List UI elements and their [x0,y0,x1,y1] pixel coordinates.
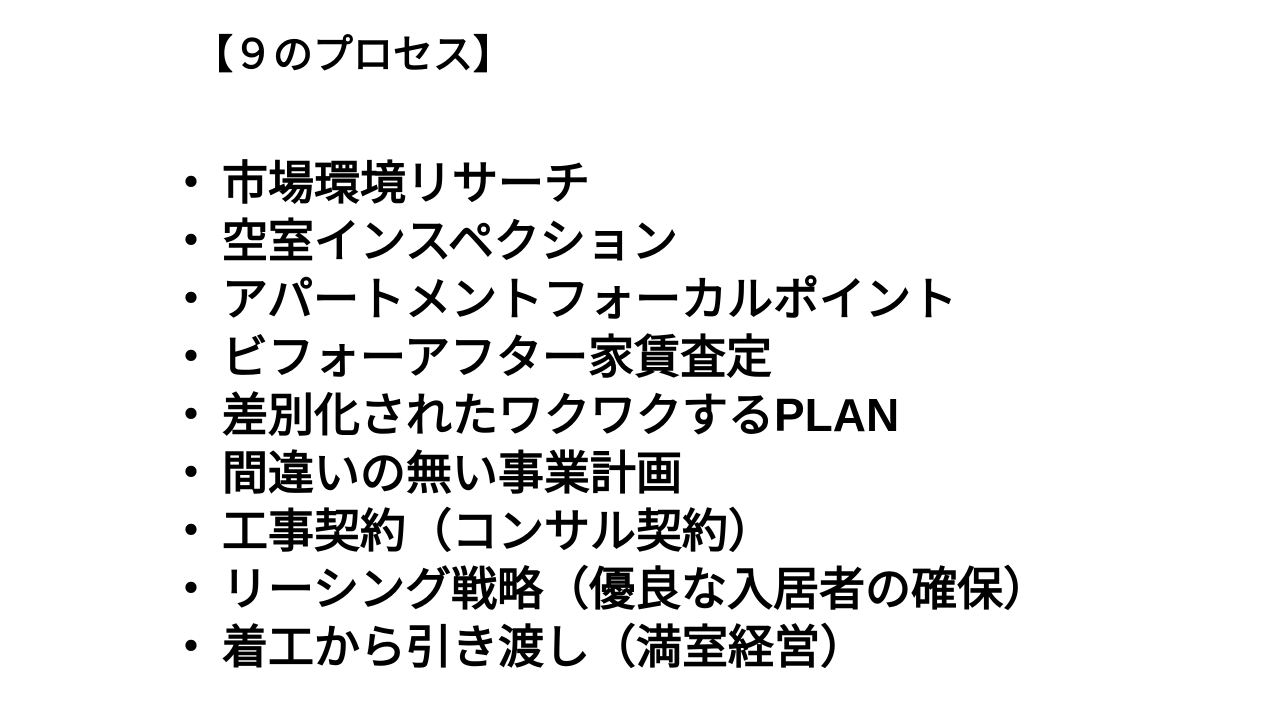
list-item-label: アパートメントフォーカルポイント [222,273,958,325]
list-item: ・ アパートメントフォーカルポイント [168,270,1280,328]
list-item-label: リーシング戦略（優良な入居者の確保） [222,563,1050,615]
list-item-label: 差別化されたワクワクするPLAN [222,389,900,441]
bullet-point: ・ [168,157,214,209]
bullet-point: ・ [168,621,214,673]
list-item: ・ リーシング戦略（優良な入居者の確保） [168,560,1280,618]
list-item-label: 空室インスペクション [222,215,678,267]
bullet-point: ・ [168,273,214,325]
bullet-point: ・ [168,331,214,383]
list-item: ・ 市場環境リサーチ [168,154,1280,212]
list-item: ・ 差別化されたワクワクするPLAN [168,386,1280,444]
list-item: ・ 着工から引き渡し（満室経営） [168,618,1280,676]
bullet-point: ・ [168,505,214,557]
list-item-label: 市場環境リサーチ [222,157,590,209]
bullet-point: ・ [168,215,214,267]
list-item: ・ 工事契約（コンサル契約） [168,502,1280,560]
list-item: ・ 間違いの無い事業計画 [168,444,1280,502]
list-item-label: 工事契約（コンサル契約） [222,505,774,557]
bullet-point: ・ [168,447,214,499]
bullet-point: ・ [168,389,214,441]
list-item: ・ 空室インスペクション [168,212,1280,270]
list-item-label: 着工から引き渡し（満室経営） [222,621,866,673]
list-item: ・ ビフォーアフター家賃査定 [168,328,1280,386]
process-list: ・ 市場環境リサーチ ・ 空室インスペクション ・ アパートメントフォーカルポイ… [168,154,1280,676]
list-item-label: ビフォーアフター家賃査定 [222,331,773,383]
list-item-label: 間違いの無い事業計画 [222,447,682,499]
bullet-point: ・ [168,563,214,615]
slide-title: 【９のプロセス】 [193,33,513,77]
